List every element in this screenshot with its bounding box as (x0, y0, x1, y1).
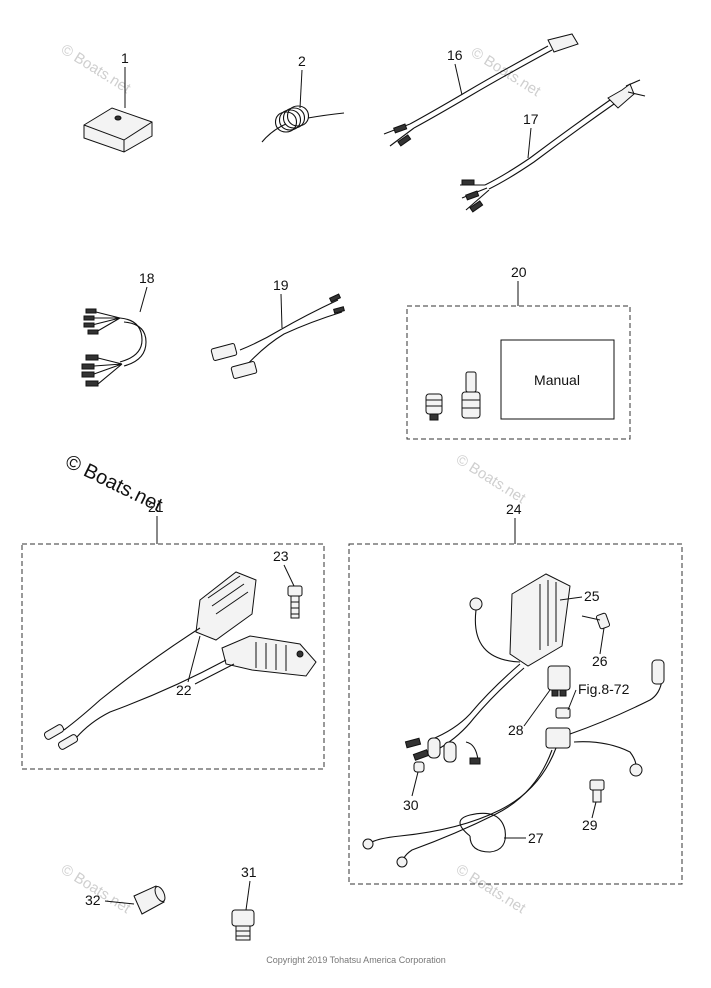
part-20-kit[interactable]: 20 Manual (406, 264, 631, 440)
part-1-pouch[interactable]: 1 (83, 50, 153, 153)
part-number-20: 20 (511, 264, 527, 280)
copyright-text: Copyright 2019 Tohatsu America Corporati… (266, 955, 445, 965)
part-number-32: 32 (85, 892, 101, 908)
part-number-2: 2 (298, 53, 306, 69)
part-number-1: 1 (121, 50, 129, 66)
part-number-17: 17 (523, 111, 539, 127)
part-number-29: 29 (582, 817, 598, 833)
manual-box (500, 339, 615, 420)
part-30-label: 30 (403, 771, 419, 813)
watermark: © Boats.net (453, 861, 529, 918)
figure-reference: Fig.8-72 (578, 681, 630, 697)
part-number-24: 24 (506, 501, 522, 517)
part-22-label: 22 (176, 635, 235, 698)
plug-part (425, 393, 443, 421)
part-number-22: 22 (176, 682, 192, 698)
part-number-26: 26 (592, 653, 608, 669)
watermark: © Boats.net (453, 451, 529, 508)
valve-part (461, 371, 481, 419)
part-31-fitting[interactable]: 31 (231, 864, 257, 941)
part-29-label: 29 (582, 801, 598, 833)
part-2-spring[interactable]: 2 (261, 53, 345, 143)
part-number-30: 30 (403, 797, 419, 813)
part-23-bolt[interactable]: 23 (273, 548, 303, 619)
part-number-28: 28 (508, 722, 524, 738)
part-number-25: 25 (584, 588, 600, 604)
part-number-19: 19 (273, 277, 289, 293)
watermark: © Boats.net (468, 44, 544, 101)
part-24-assembly[interactable]: 24 (348, 501, 683, 885)
part-16-harness[interactable]: 16 (383, 33, 579, 147)
part-number-16: 16 (447, 47, 463, 63)
manual-label: Manual (534, 372, 580, 388)
reference-label: Fig.8-72 (567, 681, 630, 711)
part-number-23: 23 (273, 548, 289, 564)
part-18-harness[interactable]: 18 (81, 270, 155, 387)
assembly-box-24 (348, 543, 683, 885)
part-number-31: 31 (241, 864, 257, 880)
kit-box (406, 305, 631, 440)
part-17-harness[interactable]: 17 (460, 79, 646, 213)
part-21-assembly[interactable]: 21 (21, 499, 325, 770)
watermarks: © Boats.net © Boats.net © Boats.net © Bo… (58, 41, 544, 918)
part-number-27: 27 (528, 830, 544, 846)
part-25-label: 25 (559, 588, 600, 604)
part-19-harness[interactable]: 19 (210, 277, 345, 379)
watermark: © Boats.net (58, 861, 134, 918)
part-32-spacer[interactable]: 32 (85, 885, 167, 915)
part-number-18: 18 (139, 270, 155, 286)
part-27-label: 27 (504, 830, 544, 846)
part-26-label: 26 (592, 627, 608, 669)
part-28-label: 28 (508, 689, 551, 738)
part-number-21: 21 (148, 499, 164, 515)
